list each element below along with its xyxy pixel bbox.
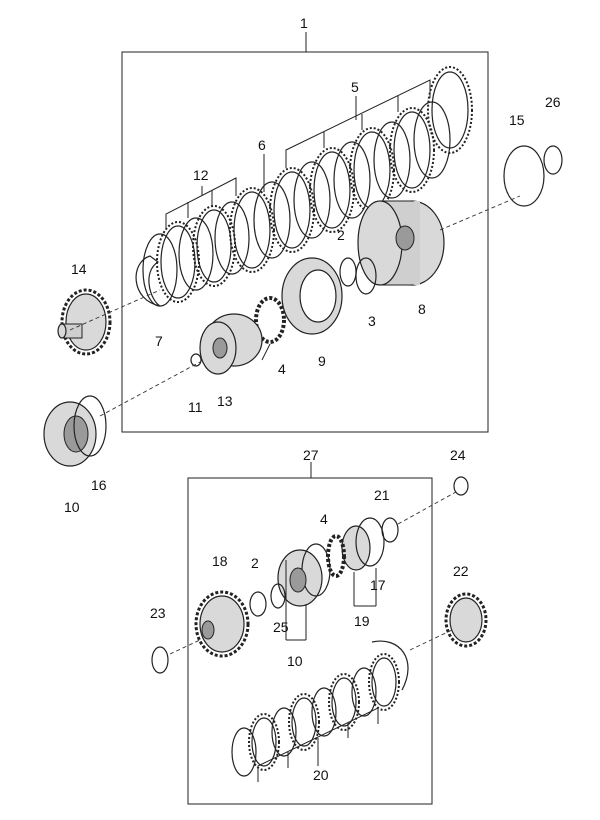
callout-2-upper: 2 (337, 227, 345, 243)
callout-12: 12 (193, 167, 209, 183)
snap-ring-15 (503, 145, 545, 207)
callout-18: 18 (212, 553, 228, 569)
gear-18 (194, 590, 250, 658)
piston-10 (43, 401, 97, 467)
thrust-washer-26 (543, 145, 563, 175)
callout-25: 25 (273, 619, 289, 635)
callout-9: 9 (318, 353, 326, 369)
one-way-clutch-17 (341, 517, 385, 571)
callout-7: 7 (155, 333, 163, 349)
snap-ring-2-lower (249, 591, 267, 617)
callout-10-upper: 10 (64, 499, 80, 515)
callout-4-lower: 4 (320, 511, 328, 527)
callout-17: 17 (370, 577, 386, 593)
callout-11: 11 (188, 399, 203, 415)
clutch-plate-stack-lower (231, 640, 409, 777)
assembly-box-27 (187, 477, 433, 805)
callout-5: 5 (351, 79, 359, 95)
seal-25 (270, 583, 286, 609)
assembly-box-1 (121, 51, 489, 433)
gear-14 (57, 288, 112, 356)
gear-22 (444, 592, 488, 648)
callout-8: 8 (418, 301, 426, 317)
callout-16: 16 (91, 477, 107, 493)
callout-27: 27 (303, 447, 319, 463)
callout-2-lower: 2 (251, 555, 259, 571)
callout-19: 19 (354, 613, 370, 629)
retaining-ring-7 (135, 255, 161, 307)
callout-6: 6 (258, 137, 266, 153)
clutch-drum-8 (357, 200, 445, 286)
callout-13: 13 (217, 393, 233, 409)
callout-4-upper: 4 (278, 361, 286, 377)
annulus-ring-9 (281, 257, 343, 335)
callout-24: 24 (450, 447, 466, 463)
thrust-washer-3 (355, 257, 377, 295)
callout-23: 23 (150, 605, 166, 621)
hub-13 (199, 313, 263, 375)
callout-14: 14 (71, 261, 87, 277)
callout-15: 15 (509, 112, 525, 128)
callout-22: 22 (453, 563, 469, 579)
piston-10-lower (277, 543, 331, 607)
callout-20: 20 (313, 767, 329, 783)
seal-ring-16 (73, 395, 107, 457)
one-way-clutch-4 (254, 296, 286, 344)
callout-1: 1 (300, 15, 308, 31)
thrust-washer-23 (151, 646, 169, 674)
thrust-washer-24 (453, 476, 469, 496)
callout-21: 21 (374, 487, 390, 503)
callout-3: 3 (368, 313, 376, 329)
snap-ring-2-upper (339, 257, 357, 287)
callout-10-lower: 10 (287, 653, 303, 669)
washer-11 (190, 353, 202, 367)
callout-26: 26 (545, 94, 561, 110)
